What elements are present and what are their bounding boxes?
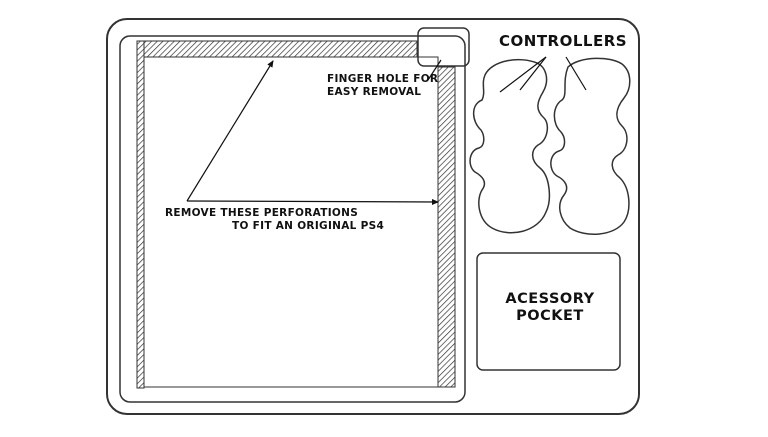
perforation-right (437, 66, 456, 388)
accessory-label-line1: ACESSORY (505, 291, 595, 307)
perforation-arrow-top (186, 60, 274, 202)
accessory-pocket-label: ACESSORY POCKET (480, 291, 620, 326)
accessory-pocket (476, 252, 621, 371)
perforations-label-line1: REMOVE THESE PERFORATIONS (165, 207, 359, 219)
controller-cutout-left (469, 59, 551, 234)
ps4-footprint (143, 56, 439, 388)
controllers-leader-b (519, 56, 547, 91)
finger-hole-label-line2: EASY REMOVAL (327, 85, 422, 98)
controllers-label: CONTROLLERS (499, 32, 628, 50)
perforation-arrow-right (186, 198, 439, 205)
perforation-top (136, 40, 418, 58)
console-compartment (119, 35, 466, 403)
finger-hole-label: FINGER HOLE FOR EASY REMOVAL (327, 73, 438, 98)
finger-hole-label-line1: FINGER HOLE FOR (327, 73, 439, 85)
finger-hole (417, 27, 470, 67)
perforation-left (136, 40, 145, 389)
controllers-leader-a (499, 56, 547, 93)
controllers-leader-c (565, 56, 587, 91)
perforations-label: REMOVE THESE PERFORATIONS TO FIT AN ORIG… (165, 207, 384, 232)
controller-cutout-right (550, 57, 631, 235)
finger-hole-leader (427, 59, 442, 81)
perforations-label-line2: TO FIT AN ORIGINAL PS4 (232, 219, 385, 232)
tray-outline (106, 18, 640, 415)
accessory-label-line2: POCKET (516, 308, 584, 325)
